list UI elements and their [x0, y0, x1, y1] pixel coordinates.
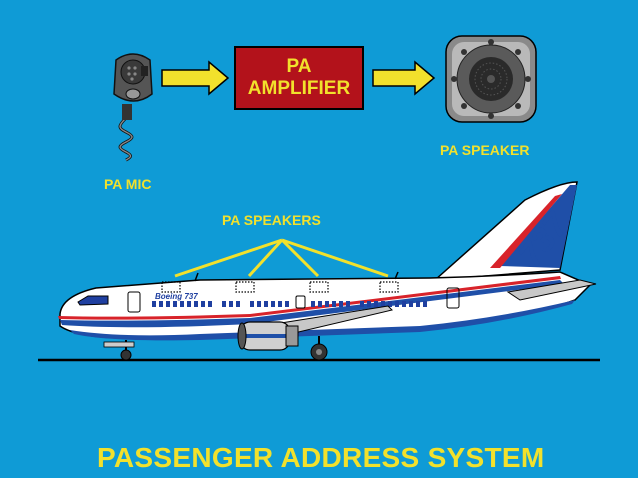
speaker-connector-lines	[174, 238, 389, 278]
door	[127, 291, 141, 313]
aircraft: Boeing 737 737	[58, 181, 597, 361]
fuselage-text: Boeing 737	[155, 292, 198, 301]
door	[446, 287, 460, 309]
pa-amplifier-box: PA AMPLIFIER	[234, 46, 364, 110]
passenger-windows	[152, 301, 427, 307]
horizontal-stabilizer	[506, 279, 597, 301]
page-title: PASSENGER ADDRESS SYSTEM	[97, 442, 545, 473]
speaker-icon	[445, 35, 537, 123]
amplifier-label-line1: PA	[286, 56, 312, 77]
cabin-speaker-icon	[161, 281, 399, 293]
tail-stripe-blue	[500, 185, 577, 268]
arrow-icon	[161, 60, 230, 96]
pa-speaker-label: PA SPEAKER	[440, 142, 530, 158]
engine	[237, 321, 299, 351]
amplifier-label-line2: AMPLIFIER	[247, 78, 351, 99]
arrow-icon	[372, 60, 436, 96]
door	[295, 295, 306, 309]
fuselage-stripe-blue	[60, 280, 564, 328]
microphone-icon	[113, 53, 153, 162]
pa-mic-label: PA MIC	[104, 176, 152, 192]
pa-speakers-label: PA SPEAKERS	[222, 212, 321, 228]
nose-wheel	[120, 349, 132, 361]
cockpit-windows	[77, 295, 109, 306]
